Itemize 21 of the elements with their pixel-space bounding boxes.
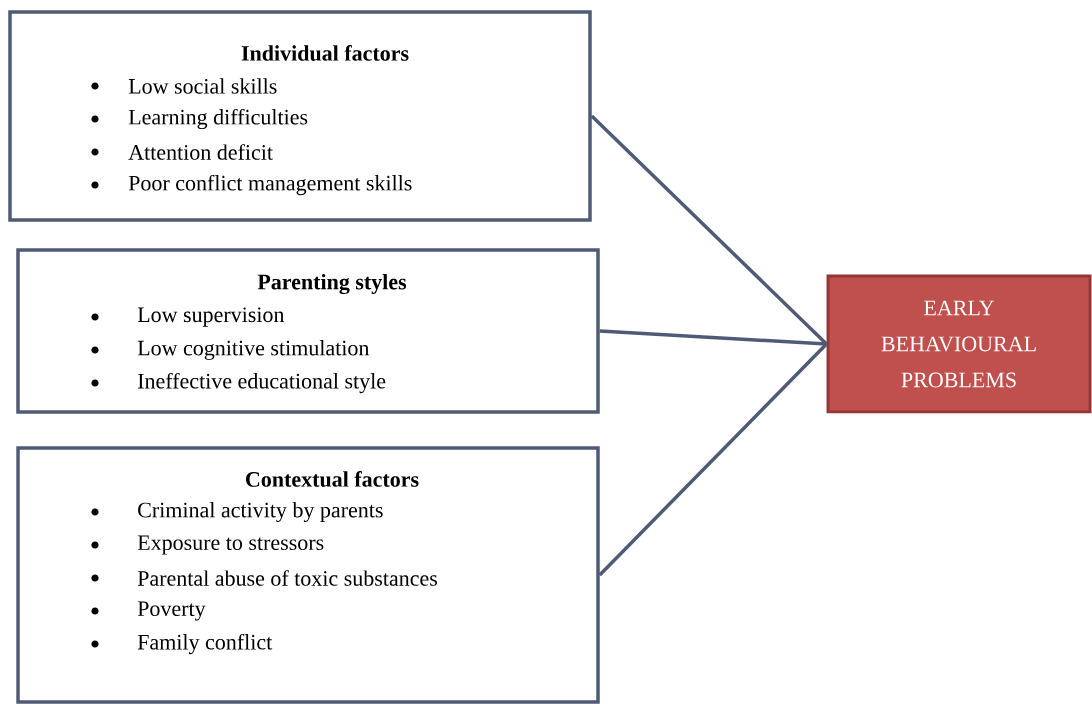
bullet-item: Low supervision (91, 307, 285, 327)
bullet-item: Low social skills (91, 78, 277, 94)
box-heading: Parenting styles (257, 273, 407, 295)
box-heading: Contextual factors (246, 471, 419, 487)
bullet-item: Exposure to stressors (91, 535, 324, 555)
box-heading: Individual factors (241, 45, 409, 61)
bullet-item: Attention deficit (91, 144, 273, 160)
bullet-item: Learning difficulties (91, 108, 308, 130)
bullet-item: Poverty (91, 601, 206, 621)
bullet-item: Family conflict (91, 633, 273, 655)
factor-box (8, 10, 592, 222)
bullet-item: Criminal activity by parents (91, 502, 383, 522)
factor-box (16, 248, 600, 414)
connector-line (599, 329, 827, 346)
bullet-item: Poor conflict management skills (91, 174, 412, 196)
connector-line (598, 342, 828, 577)
factor-box (16, 446, 600, 704)
bullet-item: Parental abuse of toxic substances (91, 570, 437, 586)
bullet-item: Ineffective educational style (91, 372, 386, 394)
outcome-box: EARLY BEHAVIOURAL PROBLEMS (826, 274, 1092, 414)
bullet-item: Low cognitive stimulation (91, 340, 370, 360)
